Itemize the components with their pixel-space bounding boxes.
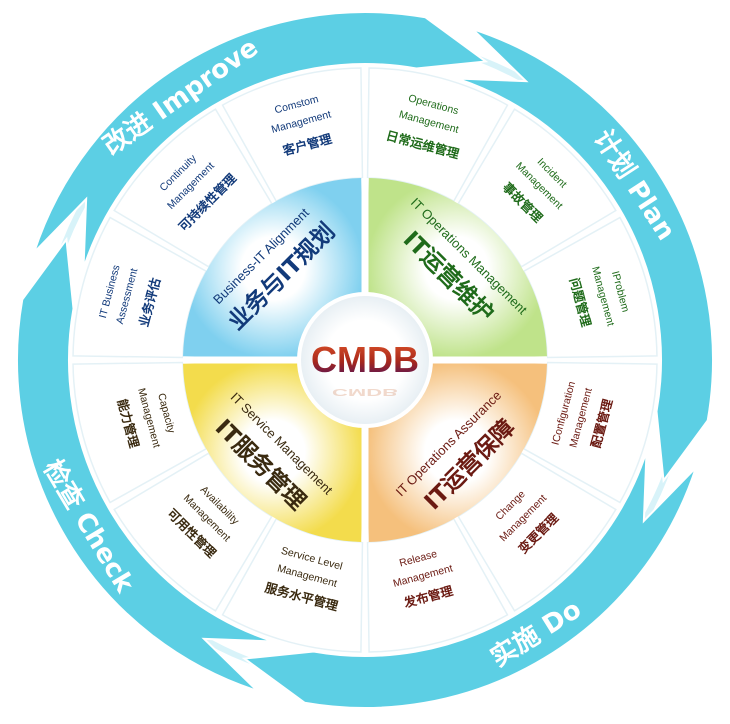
cycle-arrow-check	[16, 236, 274, 692]
cmdb-hub: CMDB CMDB	[297, 292, 433, 428]
cmdb-label: CMDB	[311, 339, 419, 380]
quadrant-assurance	[366, 361, 547, 542]
cmdb-circle	[297, 292, 433, 428]
quadrant-alignment	[183, 178, 364, 359]
cycle-arrow-do	[241, 451, 697, 709]
quadrant-operations	[366, 178, 547, 359]
process-band	[72, 67, 658, 653]
cycle-arrow-plan	[456, 28, 714, 484]
cmdb-reflection: CMDB	[332, 387, 398, 398]
quadrant-layer	[183, 178, 547, 542]
cycle-arrow-improve	[33, 11, 489, 269]
quadrant-service	[183, 361, 364, 542]
